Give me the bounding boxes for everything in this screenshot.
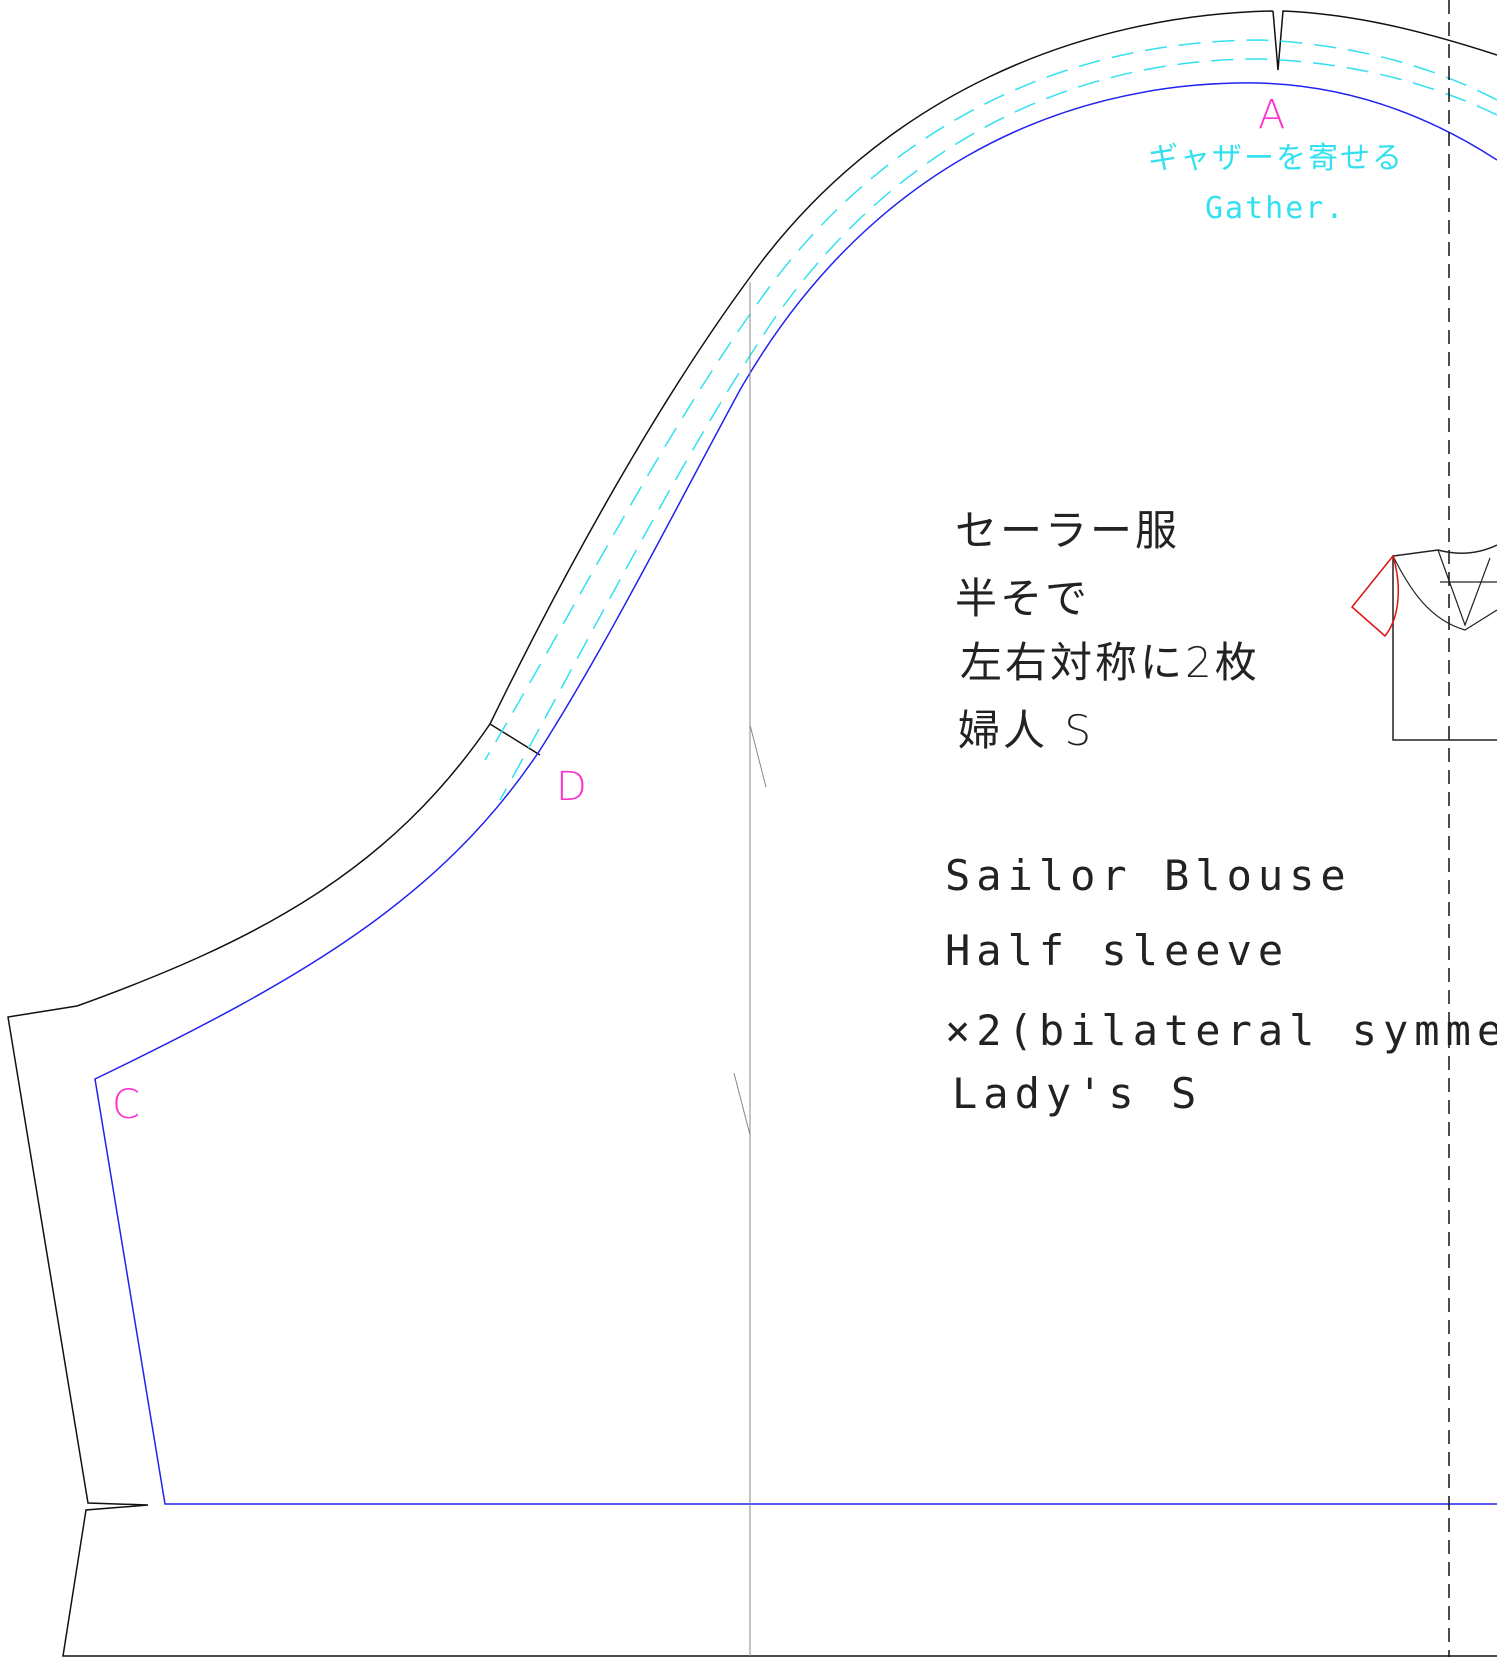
title-en-line3: ×2(bilateral symmetr	[945, 1006, 1497, 1055]
title-jp-line4: 婦人 S	[958, 706, 1094, 755]
point-label-d: D	[556, 764, 587, 810]
title-jp-line2: 半そで	[955, 574, 1090, 623]
grain-mark-lower	[733, 1072, 751, 1136]
gather-stitch-inner	[499, 58, 1497, 801]
title-jp-line1: セーラー服	[955, 506, 1180, 555]
gather-stitch-outer	[484, 39, 1497, 761]
cut-line	[7, 10, 1497, 1657]
title-en-line4: Lady's S	[952, 1069, 1202, 1118]
blouse-thumbnail-icon	[1350, 544, 1497, 741]
thumbnail-collar	[1392, 549, 1497, 631]
point-label-c: C	[112, 1082, 140, 1128]
gather-note-jp: ギャザーを寄せる	[1148, 141, 1404, 176]
point-label-a: A	[1258, 92, 1285, 138]
gather-note-en: Gather.	[1205, 191, 1345, 226]
title-en-line1: Sailor Blouse	[945, 851, 1352, 900]
thumbnail-sleeve-highlight	[1350, 554, 1399, 638]
seam-line	[94, 82, 1497, 1505]
grain-mark-upper	[749, 724, 767, 788]
title-jp-line3: 左右対称に2枚	[960, 638, 1260, 687]
thumbnail-body	[1392, 544, 1497, 741]
title-en-line2: Half sleeve	[945, 926, 1289, 975]
